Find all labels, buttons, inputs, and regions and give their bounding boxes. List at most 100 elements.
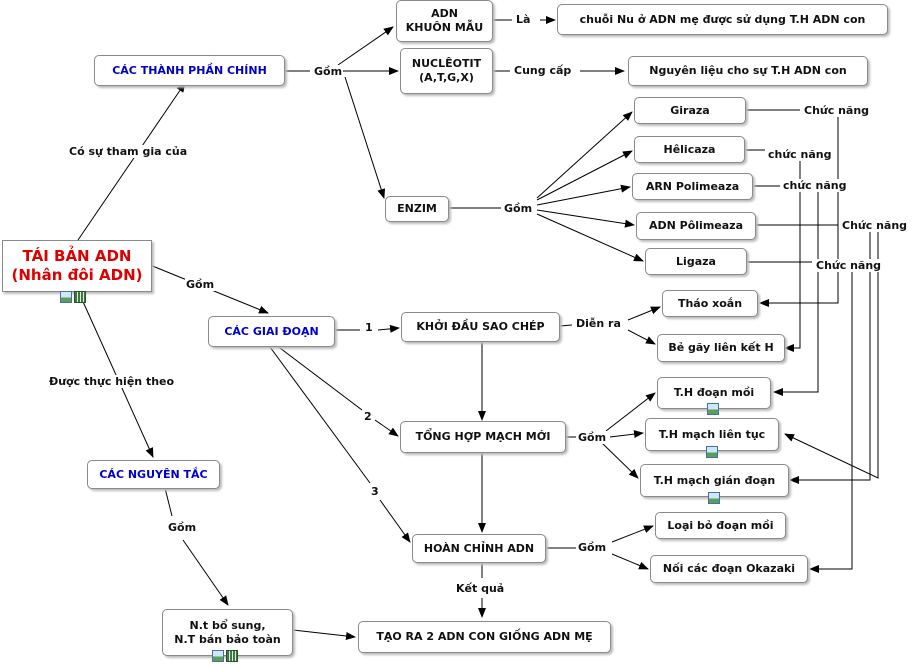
node-tong-hop[interactable]: TỔNG HỢP MẠCH MỚI: [400, 421, 566, 453]
root-title: TÁI BẢN ADN: [22, 246, 132, 265]
node-nguyen-lieu[interactable]: Nguyên liệu cho sự T.H ADN con: [628, 56, 868, 86]
link-gom-okazaki: [611, 553, 649, 570]
node-ligaza[interactable]: Ligaza: [645, 248, 747, 275]
node-cac-giai-doan[interactable]: CÁC GIAI ĐOẠN: [208, 316, 335, 347]
link-dienra-thaoxoan: [627, 306, 661, 321]
node-khoi-dau[interactable]: KHỞI ĐẦU SAO CHÉP: [401, 312, 560, 342]
node-label: T.H mạch liên tục: [658, 427, 766, 441]
link-gom-nt: [182, 539, 229, 606]
node-label-line2: KHUÔN MẪU: [405, 21, 484, 34]
link-khoidau-dienra: [559, 324, 573, 327]
picture-icon[interactable]: [706, 446, 718, 458]
link-gom-helicaza: [536, 150, 633, 201]
node-th-mach-lien-tuc[interactable]: T.H mạch liên tục: [645, 418, 779, 451]
picture-icon[interactable]: [707, 403, 719, 415]
node-adn-polimeaza[interactable]: ADN Pôlimeaza: [636, 212, 756, 240]
node-thao-xoan[interactable]: Tháo xoắn: [662, 290, 758, 317]
link-gom-arn: [536, 184, 631, 206]
node-hoan-chinh[interactable]: HOÀN CHỈNH ADN: [412, 534, 546, 563]
link-giraza-thaoxoan: [759, 116, 839, 307]
node-helicaza[interactable]: Hêlicaza: [634, 136, 745, 163]
link-giaidoan-3: [269, 346, 371, 484]
label-la: Là: [515, 13, 532, 26]
node-label: Ligaza: [676, 254, 716, 268]
label-cung-cap: Cung cấp: [513, 64, 573, 77]
node-label: HOÀN CHỈNH ADN: [423, 541, 535, 555]
node-label: Hêlicaza: [663, 142, 716, 156]
node-label: Giraza: [670, 103, 710, 117]
label-chuc-nang-ligaza: Chức năng: [815, 259, 883, 272]
picture-icon[interactable]: [708, 492, 720, 504]
node-label-line1: ADN: [431, 7, 458, 21]
film-icon[interactable]: [74, 291, 86, 303]
node-nguyen-tac-detail[interactable]: N.t bổ sung, N.T bán bảo toàn: [162, 609, 293, 656]
node-cac-thanh-phan[interactable]: CÁC THÀNH PHẦN CHÍNH: [94, 55, 285, 86]
node-label: CÁC THÀNH PHẦN CHÍNH: [112, 63, 267, 77]
link-adnpol-giandoan: [789, 231, 871, 484]
label-ket-qua: Kết quả: [455, 582, 506, 595]
link-gom-enzim: [344, 76, 386, 199]
node-chuoi-nu[interactable]: chuỗi Nu ở ADN mẹ được sử dụng T.H ADN c…: [557, 4, 888, 35]
link-2-tonghop: [374, 419, 399, 437]
link-gom-giandoan: [601, 442, 639, 479]
label-gom-tong-hop: Gồm: [577, 431, 608, 444]
label-chuc-nang-helicaza: chức năng: [767, 148, 833, 161]
link-gom-lientuc: [609, 430, 644, 439]
link-nguyentac-gom: [164, 487, 173, 517]
root-node[interactable]: TÁI BẢN ADN (Nhân đôi ADN): [2, 240, 152, 292]
root-icons: [60, 291, 86, 303]
node-arn-polimeaza[interactable]: ARN Polimeaza: [632, 173, 753, 200]
node-be-gay[interactable]: Bẻ gãy liên kết H: [657, 334, 785, 362]
node-tao-ra[interactable]: TẠO RA 2 ADN CON GIỐNG ADN MẸ: [358, 621, 611, 653]
label-step-1: 1: [364, 321, 374, 334]
node-label: Nguyên liệu cho sự T.H ADN con: [649, 64, 847, 78]
link-3-hoanchinh: [379, 499, 411, 543]
link-gom-doanmoi: [605, 392, 656, 432]
node-label: ADN Pôlimeaza: [648, 219, 743, 233]
node-label-line1: N.t bổ sung,: [189, 618, 266, 632]
nguyen-tac-icons: [212, 650, 238, 662]
node-enzim[interactable]: ENZIM: [385, 196, 449, 222]
node-adn-khuon-mau[interactable]: ADN KHUÔN MẪU: [396, 0, 493, 42]
label-gom-hoan-chinh: Gồm: [577, 541, 608, 554]
film-icon[interactable]: [226, 650, 238, 662]
link-gom-ligaza: [536, 213, 644, 262]
label-chuc-nang-arn: chức năng: [782, 179, 848, 192]
label-duoc-thuc-hien: Được thực hiện theo: [48, 375, 176, 388]
label-co-su-tham-gia: Có sự tham gia của: [68, 145, 189, 158]
link-1-khoidau: [377, 324, 400, 333]
node-th-mach-gian-doan[interactable]: T.H mạch gián đoạn: [640, 464, 789, 497]
node-label: TỔNG HỢP MẠCH MỚI: [415, 430, 551, 444]
node-th-doan-moi[interactable]: T.H đoạn mồi: [657, 377, 771, 409]
link-nt-taora: [292, 629, 356, 640]
node-label: Bẻ gãy liên kết H: [668, 341, 774, 355]
node-label: ARN Polimeaza: [645, 179, 740, 193]
node-label: Loại bỏ đoạn mồi: [667, 518, 774, 532]
node-label-line1: NUCLÊOTIT: [411, 57, 482, 71]
label-dien-ra: Diễn ra: [575, 317, 622, 330]
node-loai-bo[interactable]: Loại bỏ đoạn mồi: [655, 512, 786, 539]
label-step-3: 3: [370, 485, 380, 498]
node-label-line2: (A,T,G,X): [419, 71, 474, 84]
label-chuc-nang-giraza: Chức năng: [803, 104, 871, 117]
node-label: CÁC GIAI ĐOẠN: [224, 324, 319, 338]
picture-icon[interactable]: [60, 291, 72, 303]
picture-icon[interactable]: [212, 650, 224, 662]
link-gom-loaibo: [611, 525, 654, 543]
node-label: Nối các đoạn Okazaki: [662, 562, 796, 576]
node-nucleotit[interactable]: NUCLÊOTIT (A,T,G,X): [400, 48, 493, 94]
link-helicaza-begay: [784, 156, 801, 352]
node-label: TẠO RA 2 ADN CON GIỐNG ADN MẸ: [376, 630, 593, 644]
label-gom-nguyen-tac: Gồm: [167, 521, 198, 534]
link-giaidoan-2: [275, 344, 363, 411]
node-cac-nguyen-tac[interactable]: CÁC NGUYÊN TẮC: [87, 460, 220, 489]
node-noi-okazaki[interactable]: Nối các đoạn Okazaki: [650, 555, 808, 583]
link-gom-adnpol: [536, 209, 635, 228]
node-giraza[interactable]: Giraza: [634, 97, 746, 124]
link-ligaza-okazaki: [809, 272, 853, 573]
node-label: Tháo xoắn: [677, 296, 743, 310]
link-arn-doanmoi: [773, 192, 819, 396]
link-dienra-begay: [627, 329, 656, 345]
link-root-thanh-phan: [77, 82, 186, 241]
